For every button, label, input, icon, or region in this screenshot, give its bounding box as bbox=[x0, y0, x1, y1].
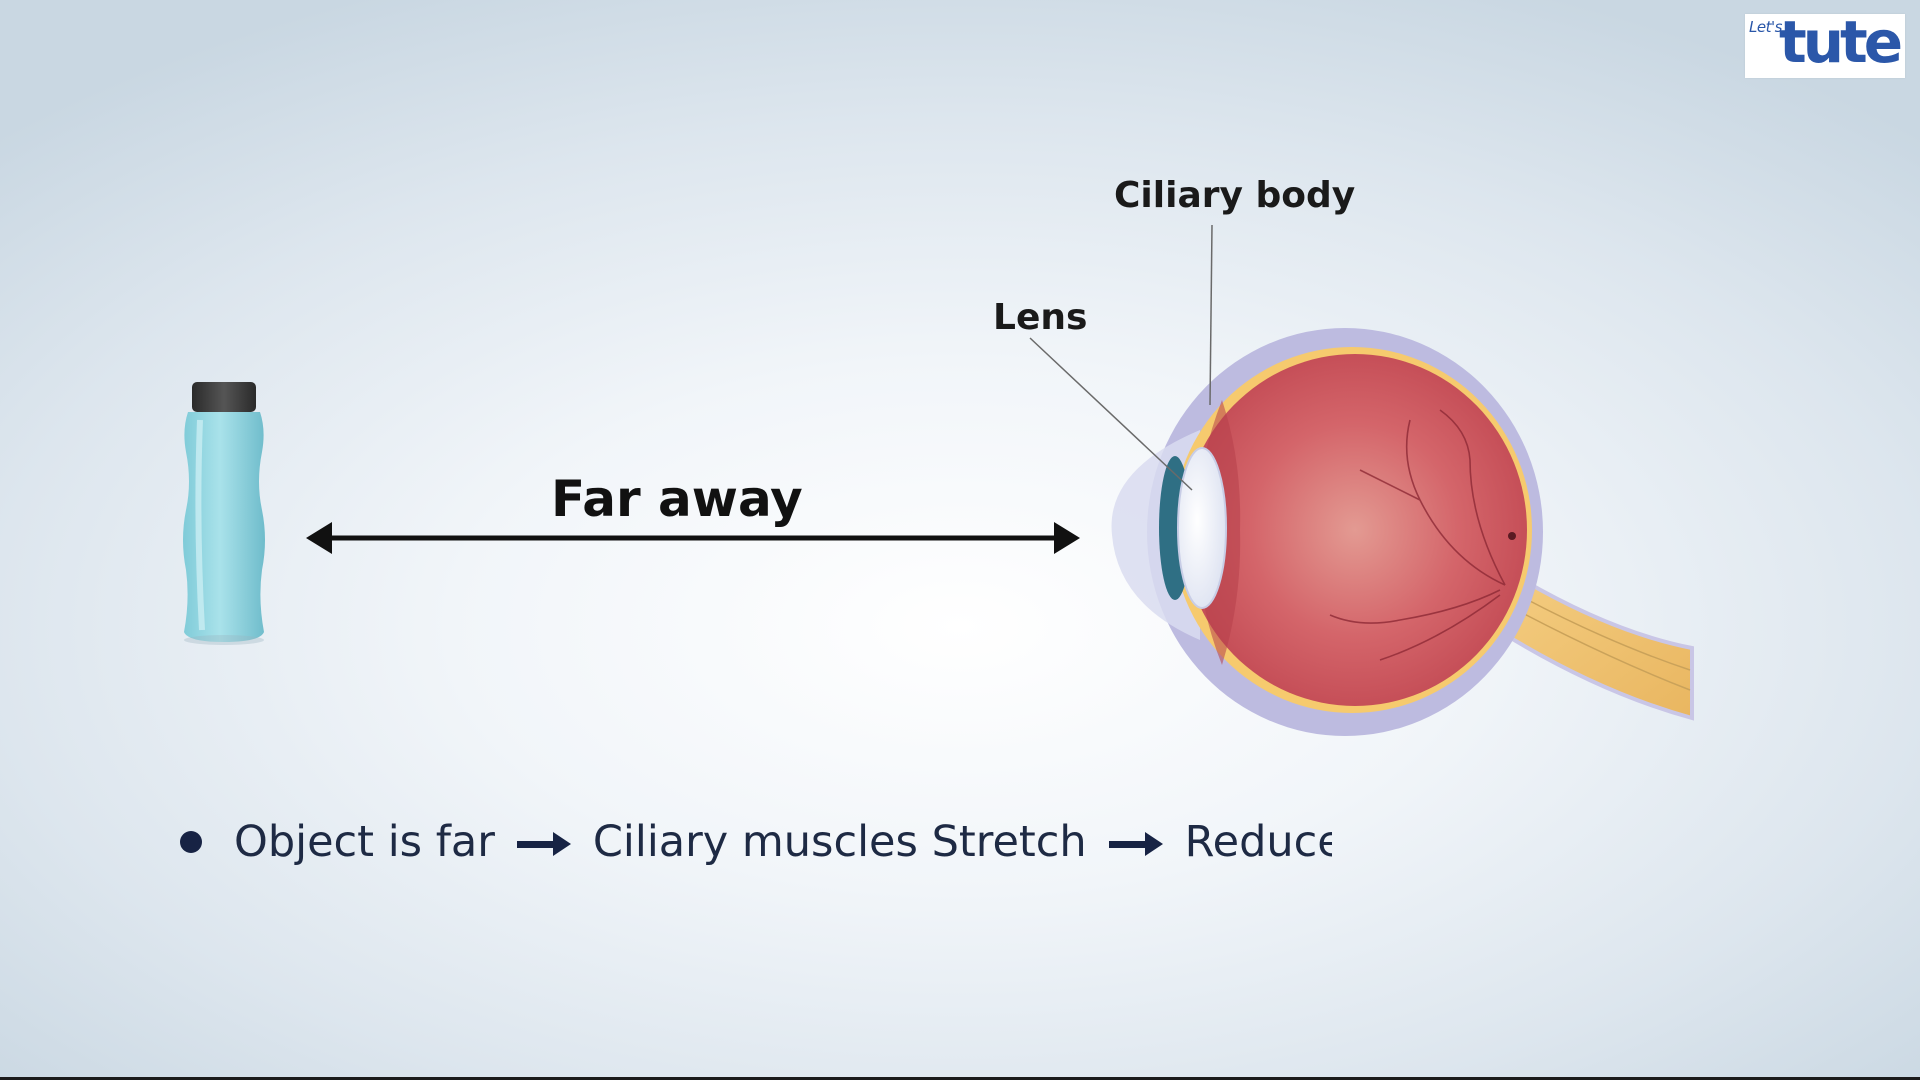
caption-segment-ciliary: Ciliary muscles Stretch bbox=[592, 817, 1087, 867]
right-arrow-icon bbox=[516, 817, 571, 867]
eyeball bbox=[1183, 354, 1527, 706]
optic-nerve bbox=[1479, 556, 1694, 721]
caption-segment-object: Object is far bbox=[234, 817, 495, 867]
caption-segment-reduce: Reduce bbox=[1184, 817, 1332, 867]
label-far-away: Far away bbox=[551, 470, 803, 528]
label-lens: Lens bbox=[993, 297, 1088, 338]
bottle-body bbox=[183, 412, 265, 642]
letstute-logo: Let's tute bbox=[1745, 8, 1905, 78]
ciliary-body-leader-line bbox=[1209, 224, 1213, 406]
bottle-object bbox=[183, 382, 265, 645]
right-arrow-icon bbox=[1108, 817, 1163, 867]
lens-leader-line bbox=[1029, 337, 1193, 491]
caption-line: Object is far Ciliary muscles Stretch Re… bbox=[180, 812, 1332, 872]
distance-double-arrow bbox=[306, 522, 1080, 554]
eye-illustration bbox=[1111, 328, 1694, 736]
bottle-cap bbox=[192, 382, 256, 412]
bottom-edge-bar bbox=[0, 1077, 1920, 1080]
logo-big-text: tute bbox=[1779, 8, 1903, 76]
logo-small-text: Let's bbox=[1749, 18, 1782, 36]
lens-structure bbox=[1177, 447, 1227, 609]
blood-vessels bbox=[1329, 409, 1506, 661]
label-ciliary-body: Ciliary body bbox=[1114, 175, 1356, 216]
bullet-dot-icon bbox=[180, 831, 202, 853]
